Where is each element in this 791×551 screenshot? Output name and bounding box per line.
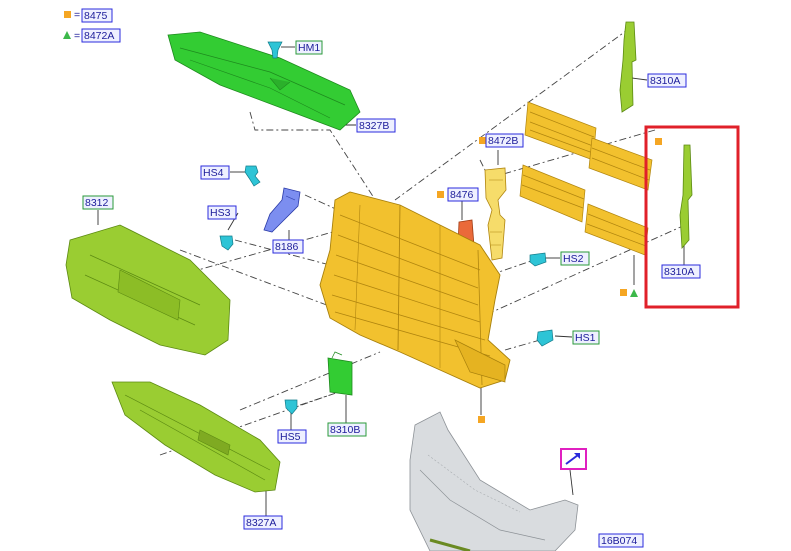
triangle-marker-icon xyxy=(630,289,638,297)
label-8475[interactable]: 8475 xyxy=(81,8,113,23)
svg-text:8186: 8186 xyxy=(275,241,299,253)
fastener-hs4 xyxy=(244,165,261,187)
square-marker-icon xyxy=(479,137,486,144)
svg-text:8312: 8312 xyxy=(85,197,109,209)
square-marker-icon xyxy=(478,416,485,423)
label-8472b[interactable]: 8472B xyxy=(485,133,524,148)
bumper xyxy=(409,411,579,551)
marker-symbols xyxy=(63,11,662,423)
fastener-hm1 xyxy=(267,41,283,59)
louver-slats xyxy=(519,101,653,256)
label-8327b[interactable]: 8327B xyxy=(356,118,396,133)
label-hs1[interactable]: HS1 xyxy=(572,330,600,345)
svg-text:8310B: 8310B xyxy=(330,424,360,436)
shutter-assembly xyxy=(319,191,511,389)
label-8310a-box[interactable]: 8310A xyxy=(661,264,701,279)
svg-text:8327B: 8327B xyxy=(359,120,389,132)
svg-text:HS5: HS5 xyxy=(280,431,301,443)
label-hs2[interactable]: HS2 xyxy=(560,251,590,266)
label-16b074[interactable]: 16B074 xyxy=(598,533,644,548)
bracket-8186 xyxy=(263,187,301,233)
legend-square-eq: = xyxy=(74,9,80,21)
square-marker-icon xyxy=(64,11,71,18)
label-8472a[interactable]: 8472A xyxy=(81,28,121,43)
square-marker-icon xyxy=(620,289,627,296)
highlight-box[interactable] xyxy=(644,125,740,309)
bracket-8310b xyxy=(327,351,353,396)
fasteners-cyan xyxy=(219,165,554,415)
deflector-8327b xyxy=(167,31,361,131)
label-hs3[interactable]: HS3 xyxy=(207,205,237,220)
label-8186[interactable]: 8186 xyxy=(272,239,304,254)
strip-8310a-top xyxy=(619,21,637,113)
svg-text:16B074: 16B074 xyxy=(601,535,637,547)
fastener-hs2 xyxy=(529,252,547,267)
square-marker-icon xyxy=(437,191,444,198)
legend-triangle-eq: = xyxy=(74,30,80,42)
label-hs5[interactable]: HS5 xyxy=(277,429,307,444)
svg-text:8310A: 8310A xyxy=(650,75,680,87)
label-hs4[interactable]: HS4 xyxy=(200,165,230,180)
svg-text:HM1: HM1 xyxy=(298,42,320,54)
svg-text:HS3: HS3 xyxy=(210,207,231,219)
part-labels: 8475 8472A HM1 8327B 8310A 8472B HS4 84 xyxy=(81,8,701,548)
triangle-marker-icon xyxy=(63,31,71,39)
label-8476[interactable]: 8476 xyxy=(447,187,479,202)
svg-text:8327A: 8327A xyxy=(246,517,276,529)
leader-lines xyxy=(119,27,686,456)
fastener-hs5 xyxy=(284,399,298,415)
fastener-hs1 xyxy=(536,329,554,347)
label-8312[interactable]: 8312 xyxy=(82,195,114,210)
label-hm1[interactable]: HM1 xyxy=(295,40,323,55)
deflector-8327a xyxy=(111,381,281,493)
fastener-hs3 xyxy=(219,235,234,251)
pink-arrow-box[interactable] xyxy=(560,448,587,470)
label-8310b[interactable]: 8310B xyxy=(327,422,367,437)
duct-8312 xyxy=(65,224,231,356)
svg-text:8472B: 8472B xyxy=(488,135,518,147)
svg-text:8472A: 8472A xyxy=(84,30,114,42)
label-8310a-top[interactable]: 8310A xyxy=(647,73,687,88)
label-8327a[interactable]: 8327A xyxy=(243,515,283,530)
bracket-8472b xyxy=(484,167,507,261)
square-marker-icon xyxy=(655,138,662,145)
svg-text:8310A: 8310A xyxy=(664,266,694,278)
svg-text:HS4: HS4 xyxy=(203,167,224,179)
svg-text:8475: 8475 xyxy=(84,10,108,22)
svg-text:HS2: HS2 xyxy=(563,253,584,265)
strip-8310a-highlighted xyxy=(679,144,693,249)
svg-text:HS1: HS1 xyxy=(575,332,596,344)
svg-text:8476: 8476 xyxy=(450,189,474,201)
